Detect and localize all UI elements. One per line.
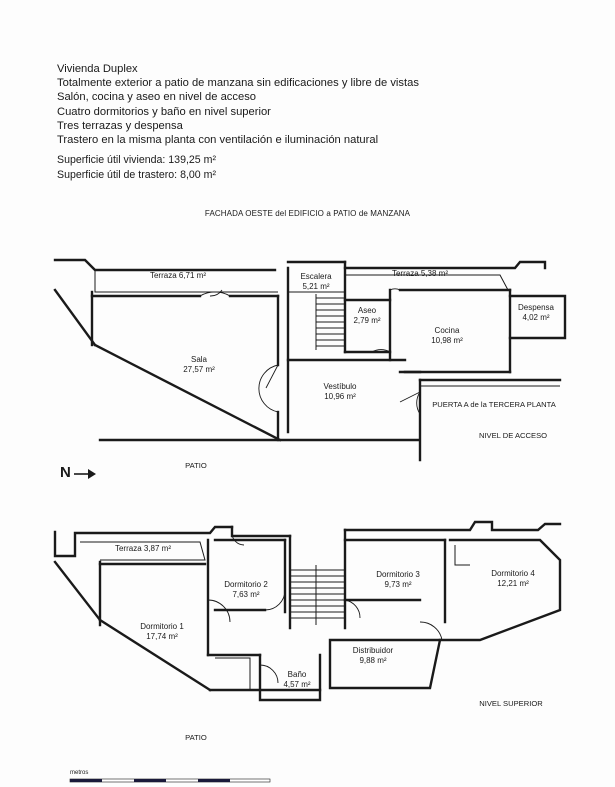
label-terraza-1: Terraza 6,71 m² <box>150 271 206 280</box>
label-terraza-2: Terraza 5,38 m² <box>392 269 448 278</box>
label-escalera-area: 5,21 m² <box>302 282 329 291</box>
label-dormitorio-2-area: 7,63 m² <box>232 590 259 599</box>
description-line-6: Trastero en la misma planta con ventilac… <box>57 134 379 147</box>
facade-caption: FACHADA OESTE del EDIFICIO a PATIO de MA… <box>204 209 411 218</box>
label-vestibulo-area: 10,96 m² <box>324 392 356 401</box>
label-patio-upper: PATIO <box>185 733 207 742</box>
label-aseo-area: 2,79 m² <box>353 316 380 325</box>
label-entrance: PUERTA A de la TERCERA PLANTA <box>432 400 556 409</box>
label-sala: Sala <box>191 355 208 364</box>
surface-summary: Superficie útil vivienda: 139,25 m² Supe… <box>57 153 216 183</box>
label-dormitorio-1: Dormitorio 1 <box>140 622 184 631</box>
label-dormitorio-4-area: 12,21 m² <box>497 579 529 588</box>
access-stair-steps <box>315 294 345 350</box>
description-line-4: Cuatro dormitorios y baño en nivel super… <box>57 105 271 118</box>
surface-trastero: Superficie útil de trastero: 8,00 m² <box>57 169 216 181</box>
property-description: Vivienda Duplex Totalmente exterior a pa… <box>57 62 419 147</box>
description-line-5: Tres terrazas y despensa <box>57 119 183 132</box>
surface-vivienda: Superficie útil vivienda: 139,25 m² <box>57 154 216 166</box>
label-despensa-area: 4,02 m² <box>522 313 549 322</box>
label-escalera: Escalera <box>300 272 332 281</box>
access-level-plan <box>53 258 567 462</box>
north-arrow-icon <box>74 469 96 479</box>
north-label: N <box>60 464 71 481</box>
label-dormitorio-1-area: 17,74 m² <box>146 632 178 641</box>
label-level-upper: NIVEL SUPERIOR <box>479 699 543 708</box>
label-level-access: NIVEL DE ACCESO <box>479 431 547 440</box>
label-dormitorio-2: Dormitorio 2 <box>224 580 268 589</box>
label-dormitorio-3: Dormitorio 3 <box>376 570 420 579</box>
label-patio-access: PATIO <box>185 461 207 470</box>
label-cocina: Cocina <box>435 326 460 335</box>
access-doors <box>199 288 421 415</box>
scale-label: metros <box>70 770 89 776</box>
upper-stair-steps <box>290 565 345 625</box>
label-vestibulo: Vestíbulo <box>324 382 357 391</box>
upper-level-plan <box>53 520 562 702</box>
label-aseo: Aseo <box>358 306 377 315</box>
label-sala-area: 27,57 m² <box>183 365 215 374</box>
label-dormitorio-3-area: 9,73 m² <box>384 580 411 589</box>
description-line-1: Vivienda Duplex <box>57 63 138 75</box>
label-bano: Baño <box>288 670 307 679</box>
label-terraza-3: Terraza 3,87 m² <box>115 544 171 553</box>
label-distribuidor-area: 9,88 m² <box>359 656 386 665</box>
description-line-2: Totalmente exterior a patio de manzana s… <box>57 77 419 90</box>
description-line-3: Salón, cocina y aseo en nivel de acceso <box>57 91 257 104</box>
label-distribuidor: Distribuidor <box>353 646 394 655</box>
scale-bar <box>69 778 271 783</box>
label-cocina-area: 10,98 m² <box>431 336 463 345</box>
upper-doors <box>207 532 443 684</box>
label-bano-area: 4,57 m² <box>283 680 310 689</box>
label-despensa: Despensa <box>518 303 555 312</box>
label-dormitorio-4: Dormitorio 4 <box>491 569 535 578</box>
